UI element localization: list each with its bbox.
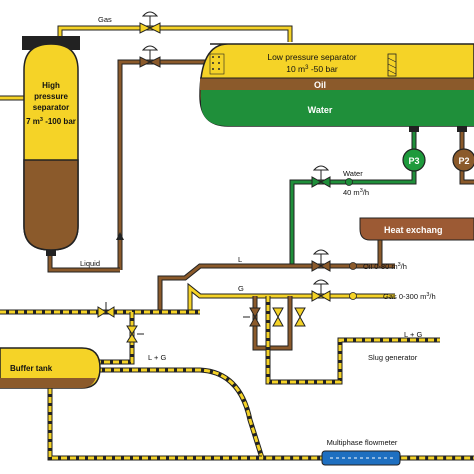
valve-main-line[interactable] <box>97 302 115 318</box>
water-layer-label: Water <box>308 105 333 115</box>
buffer-outlet-pipe <box>47 388 262 461</box>
gas-top-label: Gas <box>98 15 112 24</box>
lg-pipe <box>96 367 474 461</box>
pump-p3[interactable]: P3 <box>402 126 426 172</box>
liquid-label: Liquid <box>80 259 100 268</box>
gas-pipe-top <box>57 25 293 42</box>
valve-slug-3[interactable] <box>294 307 306 327</box>
valve-gas[interactable] <box>311 279 357 302</box>
buffer-tank[interactable]: Buffer tank <box>0 347 101 389</box>
low-pressure-separator[interactable]: Low pressure separator 10 m3 -50 bar Oil… <box>199 43 474 127</box>
valve-feed[interactable] <box>139 45 161 68</box>
pump-p2-label: P2 <box>458 156 469 166</box>
liquid-pipe <box>47 252 120 273</box>
valve-buffer-drop[interactable] <box>126 325 144 343</box>
water-flow-label: 40 m3/h <box>343 188 369 197</box>
line-l-label: L <box>238 255 242 264</box>
oil-flow-label: Oil 0-80 m3/h <box>363 262 407 271</box>
line-g-label: G <box>238 284 244 293</box>
lg-left-label: L + G <box>148 353 166 362</box>
pump-icon <box>452 148 474 172</box>
high-pressure-separator[interactable]: High pressure separator 7 m3 -100 bar <box>22 36 80 256</box>
valve-gas-top[interactable] <box>139 11 161 34</box>
oil-pipe <box>157 263 395 312</box>
water-pipe <box>289 132 417 266</box>
valve-slug-2[interactable] <box>272 307 284 327</box>
valve-slug-1[interactable] <box>243 307 261 327</box>
hp-separator-spec: 7 m3 -100 bar <box>26 117 76 126</box>
heat-exchanger-label: Heat exchang <box>384 225 443 235</box>
hp-separator-label-1: High <box>42 81 60 90</box>
multiphase-flowmeter-label: Multiphase flowmeter <box>327 438 398 447</box>
pump-icon <box>402 148 426 172</box>
pump-p2[interactable]: P2 <box>452 126 474 172</box>
inlet-diverter-icon <box>209 53 225 75</box>
oil-layer-label: Oil <box>314 80 326 90</box>
gas-flow-label: Gas 0-300 m3/h <box>383 292 436 301</box>
hp-separator-label-3: separator <box>33 103 69 112</box>
heat-exchanger[interactable]: Heat exchang <box>359 217 474 241</box>
lp-separator-spec: 10 m3 -50 bar <box>286 64 338 74</box>
mesh-pad-icon <box>387 53 397 77</box>
gas-pipe <box>187 282 395 312</box>
lp-separator-name: Low pressure separator <box>267 52 356 62</box>
water-line-label: Water <box>343 169 363 178</box>
arrow-icon <box>116 232 124 240</box>
feed-pipe <box>117 59 210 270</box>
valve-oil[interactable] <box>311 249 357 272</box>
buffer-drop-pipe <box>96 312 135 365</box>
pump-p3-label: P3 <box>408 156 419 166</box>
hp-separator-label-2: pressure <box>34 92 68 101</box>
buffer-tank-label: Buffer tank <box>10 364 53 373</box>
multiphase-flowmeter[interactable]: Multiphase flowmeter <box>321 438 401 466</box>
lg-right-label: L + G <box>404 330 422 339</box>
valve-water[interactable] <box>311 165 353 188</box>
slug-generator-label: Slug generator <box>368 353 418 362</box>
